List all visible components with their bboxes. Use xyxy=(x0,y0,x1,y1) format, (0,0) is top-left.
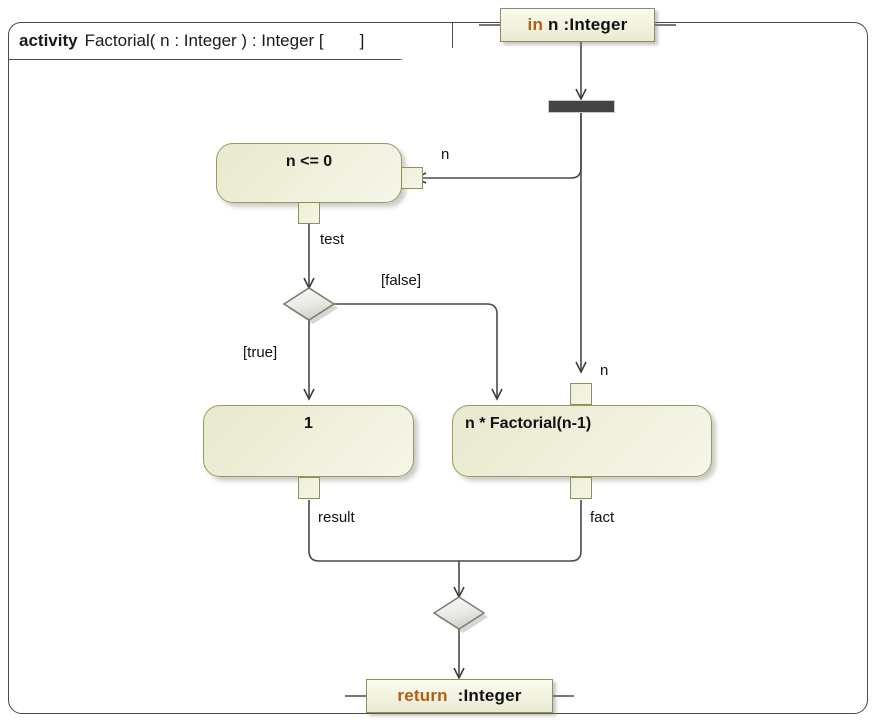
in-parameter-type: Integer xyxy=(569,15,628,34)
edge-label-test-output: test xyxy=(320,231,345,248)
edge-label-test-input-n: n xyxy=(441,146,450,163)
input-pin-recurse-n[interactable] xyxy=(570,383,592,405)
return-parameter-colon: : xyxy=(457,686,464,705)
edge-label-recurse-input-n: n xyxy=(600,362,609,379)
guard-label-false: [false] xyxy=(381,272,422,289)
edge-result-to-merge xyxy=(308,500,465,599)
return-parameter-node[interactable]: return : Integer xyxy=(366,679,553,713)
edge-label-result: result xyxy=(318,509,355,526)
activity-frame-title-tab xyxy=(8,22,453,60)
in-parameter-colon: : xyxy=(563,15,570,34)
in-parameter-name: n xyxy=(547,15,559,34)
action-node-recurse[interactable]: n * Factorial(n-1) xyxy=(452,405,712,477)
output-pin-test[interactable] xyxy=(298,202,320,224)
activity-frame-title: activity Factorial( n : Integer ) : Inte… xyxy=(9,23,374,59)
action-node-base-label: 1 xyxy=(304,415,313,432)
fork-node[interactable] xyxy=(548,100,615,113)
edge-label-fact: fact xyxy=(590,509,615,526)
decision-node-test-top xyxy=(282,287,336,321)
edge-fact-to-merge xyxy=(459,500,582,562)
output-pin-fact[interactable] xyxy=(570,477,592,499)
return-keyword: return xyxy=(397,686,448,705)
action-node-test-label: n <= 0 xyxy=(285,153,333,170)
in-parameter-node[interactable]: in n : Integer xyxy=(500,8,655,42)
action-node-base[interactable]: 1 xyxy=(203,405,414,477)
input-pin-test-n[interactable] xyxy=(401,167,423,189)
merge-node xyxy=(432,596,486,630)
activity-bracket-close: ] xyxy=(359,31,365,50)
output-pin-result[interactable] xyxy=(298,477,320,499)
activity-signature: Factorial( n : Integer ) : Integer [ xyxy=(84,31,324,50)
in-keyword: in xyxy=(527,15,544,34)
action-node-test[interactable]: n <= 0 xyxy=(216,143,402,203)
action-node-recurse-label: n * Factorial(n-1) xyxy=(465,415,592,432)
activity-frame xyxy=(8,22,868,714)
activity-keyword: activity xyxy=(19,31,78,50)
guard-label-true: [true] xyxy=(243,344,278,361)
return-parameter-type: Integer xyxy=(463,686,522,705)
edge-false-to-recurse xyxy=(334,303,503,401)
activity-diagram-icon-slot xyxy=(331,30,353,52)
